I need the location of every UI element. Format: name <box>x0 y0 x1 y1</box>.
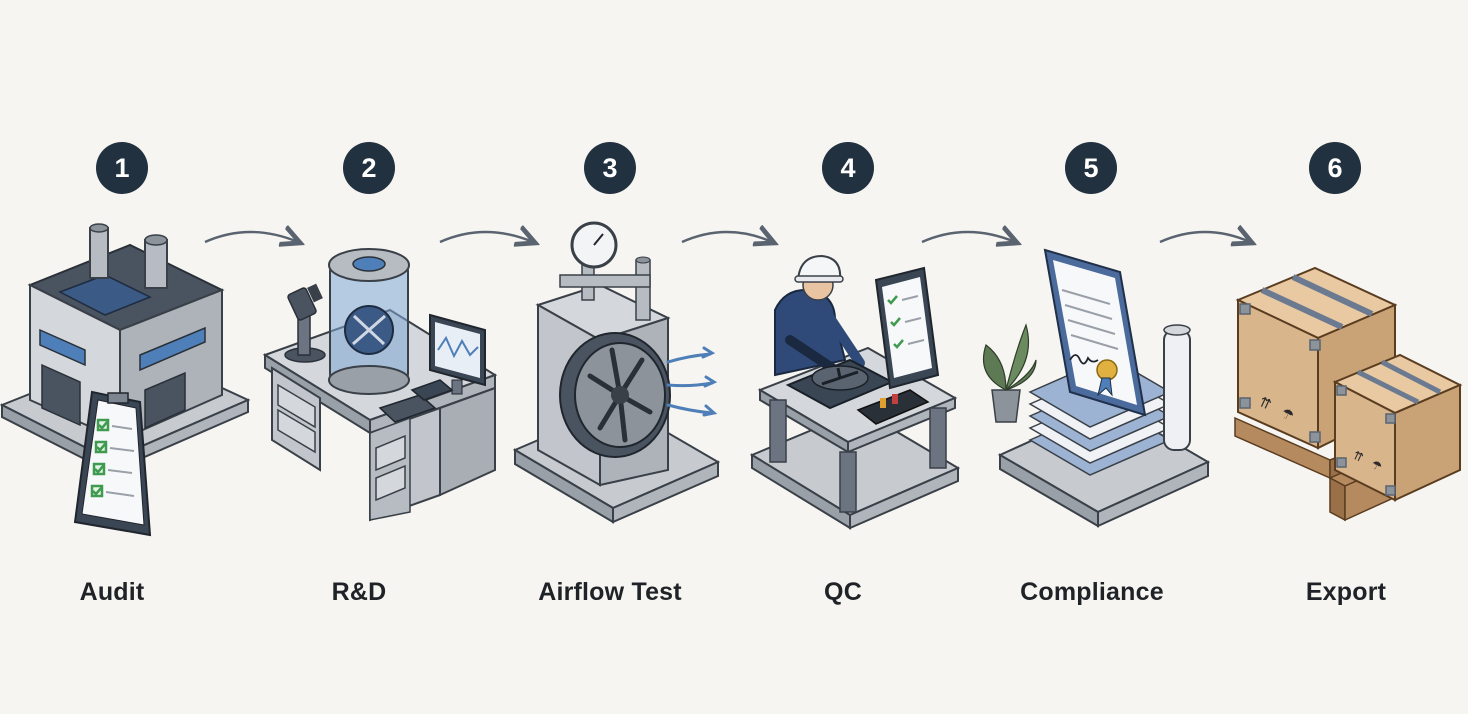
connector-arrows <box>204 232 1250 242</box>
step-2-label: R&D <box>331 578 387 606</box>
step-4-label: QC <box>824 578 862 606</box>
arrow-5-to-6 <box>1159 232 1250 242</box>
lab-desk-icon <box>262 248 498 522</box>
step-1-badge: 1 <box>96 142 148 194</box>
airflow-arrows <box>666 346 718 417</box>
arrow-3-to-4 <box>681 232 772 242</box>
step-6-badge: 6 <box>1309 142 1361 194</box>
step-5-badge: 5 <box>1065 142 1117 194</box>
microscope-icon <box>284 283 326 363</box>
monitor-icon <box>429 313 486 395</box>
factory-icon <box>0 223 251 537</box>
step-3-label: Airflow Test <box>538 578 682 606</box>
step-5-label: Compliance <box>1020 578 1164 606</box>
plant-icon <box>982 323 1037 423</box>
inspector-icon <box>749 254 961 530</box>
arrow-1-to-2 <box>204 232 298 242</box>
arrow-4-to-5 <box>921 232 1015 242</box>
step-1-label: Audit <box>79 578 145 606</box>
certificate-stack-icon <box>982 248 1211 528</box>
shipping-crates-icon: ⇈ ☂ ⇈ ☂ <box>1234 266 1463 522</box>
step-6-label: Export <box>1305 578 1387 606</box>
step-4-badge: 4 <box>822 142 874 194</box>
fan-test-rig-icon <box>512 221 721 524</box>
svg-text:☂: ☂ <box>1278 405 1296 425</box>
step-3-badge: 3 <box>584 142 636 194</box>
step-2-badge: 2 <box>343 142 395 194</box>
arrow-2-to-3 <box>439 232 533 242</box>
